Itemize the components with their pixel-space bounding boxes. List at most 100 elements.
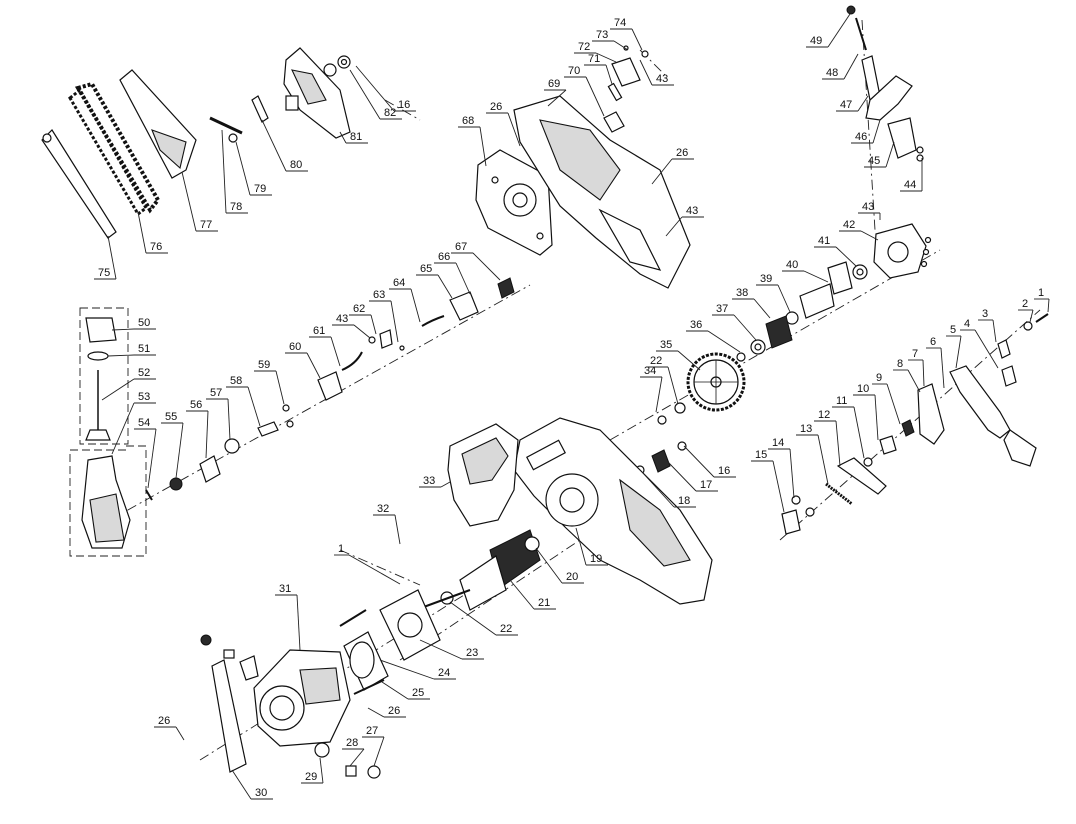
callout-leader bbox=[613, 40, 629, 51]
callout-number: 46 bbox=[855, 131, 867, 143]
callout-number: 3 bbox=[982, 308, 988, 320]
callout-8: 8 bbox=[893, 358, 921, 393]
callout-81: 81 bbox=[339, 131, 368, 144]
small-parts-top bbox=[603, 45, 649, 133]
callout-52: 52 bbox=[101, 367, 156, 401]
gear-cover-part bbox=[873, 223, 932, 279]
callout-number: 16 bbox=[398, 99, 410, 111]
callout-number: 18 bbox=[678, 495, 690, 507]
callout-leader bbox=[479, 126, 487, 167]
callout-leader bbox=[355, 65, 395, 112]
callout-number: 81 bbox=[350, 131, 362, 143]
bar-cover-part bbox=[119, 69, 197, 179]
callout-leader bbox=[843, 53, 859, 80]
callout-leader bbox=[205, 410, 209, 459]
callout-79: 79 bbox=[235, 141, 272, 196]
callout-leader bbox=[181, 171, 197, 232]
bolt-parts bbox=[209, 95, 269, 143]
callout-72: 72 bbox=[574, 41, 617, 63]
callout-70: 70 bbox=[564, 65, 605, 117]
callout-number: 66 bbox=[438, 251, 450, 263]
callout-number: 5 bbox=[950, 324, 956, 336]
callout-leader bbox=[860, 230, 879, 241]
callout-leader bbox=[306, 352, 321, 379]
callout-leader bbox=[547, 89, 567, 107]
callout-number: 79 bbox=[254, 183, 266, 195]
callout-37: 37 bbox=[712, 303, 757, 341]
callout-leader bbox=[753, 298, 771, 319]
callout-number: 19 bbox=[590, 553, 602, 565]
callout-number: 20 bbox=[566, 571, 578, 583]
callout-80: 80 bbox=[261, 119, 308, 172]
callout-59: 59 bbox=[254, 359, 285, 405]
callout-66: 66 bbox=[434, 251, 471, 295]
callout-leader bbox=[107, 235, 117, 280]
callout-number: 70 bbox=[568, 65, 580, 77]
callout-leader bbox=[733, 314, 757, 341]
callout-number: 61 bbox=[313, 325, 325, 337]
callout-67: 67 bbox=[451, 241, 501, 281]
callout-leader bbox=[974, 329, 999, 369]
callout-number: 24 bbox=[438, 667, 450, 679]
callout-leader bbox=[857, 95, 869, 112]
callout-number: 68 bbox=[462, 115, 474, 127]
callout-number: 57 bbox=[210, 387, 222, 399]
callout-number: 17 bbox=[700, 479, 712, 491]
callout-46: 46 bbox=[851, 119, 881, 144]
part-callouts: 1234567891011121314151617181920212223242… bbox=[94, 13, 1050, 800]
callout-leader bbox=[373, 736, 385, 767]
callout-leader bbox=[535, 547, 563, 584]
callout-number: 45 bbox=[868, 155, 880, 167]
callout-number: 52 bbox=[138, 367, 150, 379]
callout-leader bbox=[247, 386, 261, 427]
callout-26: 26 bbox=[486, 101, 521, 147]
callout-leader bbox=[379, 659, 435, 680]
callout-68: 68 bbox=[458, 115, 487, 167]
callout-leader bbox=[353, 324, 371, 339]
callout-number: 44 bbox=[904, 179, 916, 191]
callout-leader bbox=[339, 131, 347, 144]
callout-2: 2 bbox=[1018, 298, 1034, 323]
callout-54: 54 bbox=[134, 417, 157, 489]
callout-14: 14 bbox=[768, 437, 795, 499]
callout-number: 43 bbox=[686, 205, 698, 217]
callout-number: 33 bbox=[423, 475, 435, 487]
callout-13: 13 bbox=[796, 423, 829, 485]
callout-leader bbox=[101, 378, 135, 401]
callout-number: 69 bbox=[548, 78, 560, 90]
callout-leader bbox=[922, 359, 925, 387]
callout-number: 80 bbox=[290, 159, 302, 171]
callout-leader bbox=[107, 354, 135, 357]
callout-number: 71 bbox=[588, 53, 600, 65]
callout-25: 25 bbox=[381, 681, 430, 700]
callout-33: 33 bbox=[419, 475, 451, 488]
callout-26: 26 bbox=[651, 147, 694, 185]
callout-number: 53 bbox=[138, 391, 150, 403]
callout-leader bbox=[803, 270, 829, 283]
callout-leader bbox=[1047, 298, 1050, 313]
callout-5: 5 bbox=[946, 324, 962, 369]
callout-leader bbox=[907, 369, 921, 393]
callout-leader bbox=[639, 59, 653, 86]
callout-number: 60 bbox=[289, 341, 301, 353]
callout-number: 27 bbox=[366, 725, 378, 737]
callout-number: 26 bbox=[158, 715, 170, 727]
callout-47: 47 bbox=[836, 95, 869, 112]
callout-number: 22 bbox=[500, 623, 512, 635]
callout-leader bbox=[137, 211, 147, 254]
callout-39: 39 bbox=[756, 273, 791, 313]
callout-number: 29 bbox=[305, 771, 317, 783]
callout-leader bbox=[472, 252, 501, 281]
callout-51: 51 bbox=[107, 343, 156, 357]
callout-69: 69 bbox=[544, 78, 567, 107]
callout-number: 64 bbox=[393, 277, 405, 289]
callout-3: 3 bbox=[978, 308, 997, 343]
callout-number: 58 bbox=[230, 375, 242, 387]
callout-leader bbox=[330, 336, 341, 367]
callout-number: 4 bbox=[964, 318, 970, 330]
gear-small-parts bbox=[635, 402, 687, 475]
callout-78: 78 bbox=[221, 129, 248, 214]
callout-6: 6 bbox=[926, 336, 945, 389]
main-housing-part bbox=[513, 417, 713, 605]
callout-number: 67 bbox=[455, 241, 467, 253]
